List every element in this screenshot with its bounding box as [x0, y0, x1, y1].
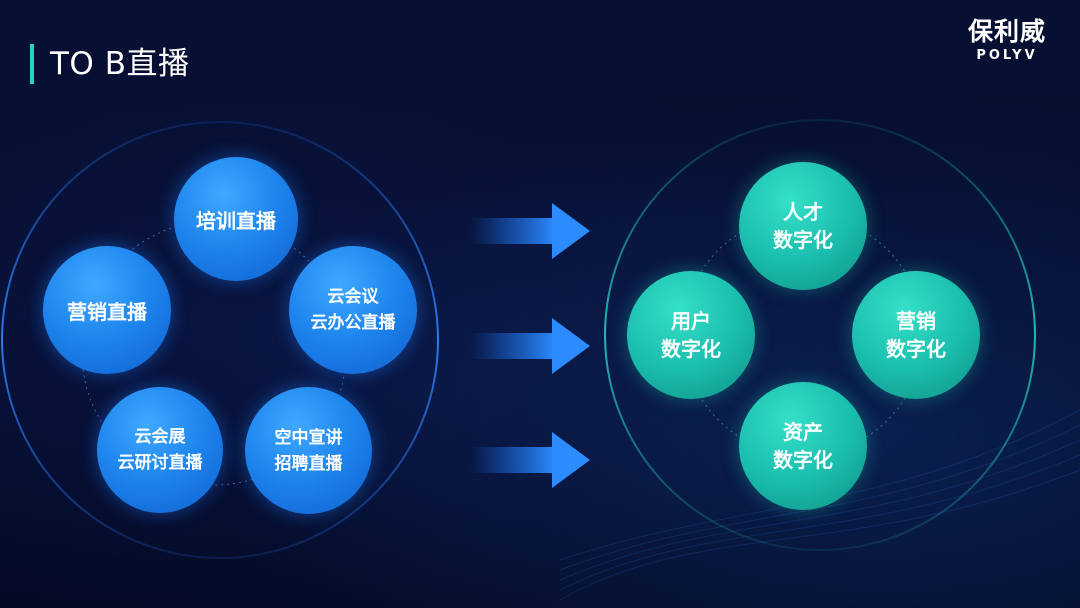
- node-user-digital: 用户 数字化: [627, 271, 755, 399]
- node-marketing-digital: 营销 数字化: [852, 271, 980, 399]
- brand-logo-cn: 保利威: [967, 17, 1046, 46]
- node-training-live: 培训直播: [174, 157, 298, 281]
- arrow-middle: [470, 318, 590, 374]
- node-asset-digital: 资产 数字化: [739, 382, 867, 510]
- brand-logo-en: POLYV: [976, 48, 1038, 63]
- arrow-bottom: [470, 432, 590, 488]
- node-cloud-meeting: 云会议 云办公直播: [289, 246, 417, 374]
- page-title: TO B直播: [50, 46, 190, 82]
- node-campus-recruit: 空中宣讲 招聘直播: [245, 387, 372, 514]
- brand-logo: 保利威 POLYV: [968, 16, 1046, 64]
- title-accent-bar: [30, 44, 34, 84]
- right-ring: [604, 119, 1036, 551]
- node-talent-digital: 人才 数字化: [739, 162, 867, 290]
- node-cloud-expo: 云会展 云研讨直播: [97, 387, 223, 513]
- left-ring: [1, 121, 439, 559]
- arrow-top: [470, 203, 590, 259]
- node-marketing-live: 营销直播: [43, 246, 171, 374]
